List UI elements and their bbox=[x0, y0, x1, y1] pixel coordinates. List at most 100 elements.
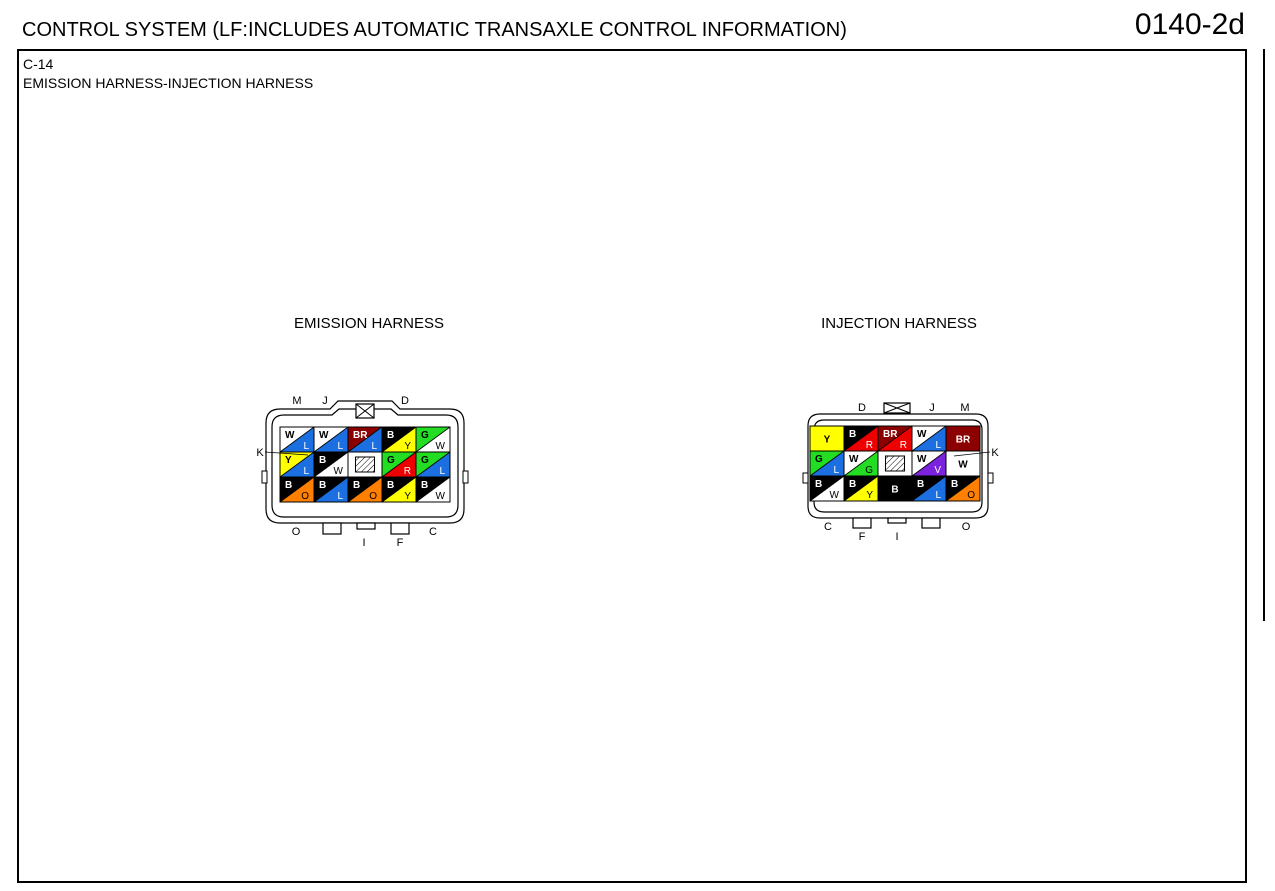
injection-wire-color-stripe: O bbox=[967, 490, 975, 501]
injection-blank-terminal bbox=[884, 455, 906, 472]
connector-name: EMISSION HARNESS-INJECTION HARNESS bbox=[23, 75, 314, 91]
emission-wire-color-primary: G bbox=[421, 455, 429, 466]
emission-wire-color-stripe: L bbox=[439, 466, 445, 477]
emission-wire-color-stripe: W bbox=[334, 466, 344, 477]
emission-wire-color-primary: B bbox=[353, 480, 360, 491]
injection-wire-color-primary: B bbox=[951, 479, 958, 490]
emission-letter-I: I bbox=[362, 537, 365, 549]
emission-wire-color-primary: B bbox=[285, 480, 292, 491]
injection-wire-color-stripe: R bbox=[866, 440, 873, 451]
emission-wire-color-primary: B bbox=[319, 455, 326, 466]
emission-key-2 bbox=[356, 522, 376, 530]
emission-letter-J: J bbox=[322, 395, 328, 407]
injection-letter-I: I bbox=[895, 531, 898, 543]
injection-wire-color-stripe: L bbox=[935, 490, 941, 501]
emission-letter-M: M bbox=[292, 395, 301, 407]
diagram-frame: C-14 EMISSION HARNESS-INJECTION HARNESS bbox=[17, 49, 1247, 883]
injection-wire-color-primary: BR bbox=[956, 435, 971, 446]
injection-letter-D: D bbox=[858, 402, 866, 414]
injection-harness-title: INJECTION HARNESS bbox=[821, 315, 977, 332]
emission-terminal-cell: BW bbox=[415, 476, 451, 503]
injection-wire-color-stripe: W bbox=[830, 490, 840, 501]
emission-wire-color-primary: W bbox=[319, 430, 329, 441]
injection-wire-color-primary: W bbox=[849, 454, 859, 465]
emission-terminal-cell: BW bbox=[313, 451, 349, 478]
injection-terminal-cell: B bbox=[877, 475, 913, 502]
page-title: CONTROL SYSTEM (LF:INCLUDES AUTOMATIC TR… bbox=[22, 19, 847, 41]
injection-wire-color-primary: B bbox=[891, 485, 898, 496]
emission-wire-color-primary: BR bbox=[353, 430, 368, 441]
emission-wire-color-stripe: Y bbox=[404, 491, 411, 502]
emission-wire-color-stripe: O bbox=[369, 491, 377, 502]
injection-terminal-cell: Y bbox=[809, 425, 845, 452]
injection-wire-color-stripe: Y bbox=[866, 490, 873, 501]
injection-key-1 bbox=[852, 517, 872, 529]
injection-terminal-cell bbox=[877, 450, 913, 477]
emission-terminal-cell: BY bbox=[381, 476, 417, 503]
injection-letter-M: M bbox=[960, 402, 969, 414]
injection-wire-color-primary: B bbox=[849, 429, 856, 440]
emission-wire-color-stripe: W bbox=[436, 441, 446, 452]
emission-terminal-cell: WL bbox=[313, 426, 349, 453]
emission-wire-color-stripe: O bbox=[301, 491, 309, 502]
injection-wire-color-primary: W bbox=[958, 460, 968, 471]
emission-wire-color-stripe: L bbox=[371, 441, 377, 452]
injection-terminal-cell: BR bbox=[843, 425, 879, 452]
injection-terminal-cell: WV bbox=[911, 450, 947, 477]
emission-wire-color-primary: B bbox=[387, 480, 394, 491]
emission-blank-terminal bbox=[354, 456, 376, 473]
emission-wire-color-stripe: W bbox=[436, 491, 446, 502]
injection-terminal-cell: WG bbox=[843, 450, 879, 477]
emission-key-3 bbox=[390, 522, 410, 535]
emission-harness-title: EMISSION HARNESS bbox=[293, 315, 445, 332]
injection-wire-color-primary: BR bbox=[883, 429, 898, 440]
emission-wire-color-primary: B bbox=[421, 480, 428, 491]
injection-wire-color-stripe: G bbox=[865, 465, 873, 476]
emission-wire-color-primary: Y bbox=[285, 455, 292, 466]
emission-wire-color-stripe: L bbox=[303, 441, 309, 452]
emission-terminal-cell: BRL bbox=[347, 426, 383, 453]
injection-wire-color-primary: G bbox=[815, 454, 823, 465]
injection-terminal-cell: BO bbox=[945, 475, 981, 502]
emission-wire-color-stripe: L bbox=[337, 491, 343, 502]
emission-key-1 bbox=[322, 522, 342, 535]
emission-wire-color-stripe: L bbox=[303, 466, 309, 477]
emission-terminal-cell: GW bbox=[415, 426, 451, 453]
injection-terminal-cell: BL bbox=[911, 475, 947, 502]
injection-wire-color-primary: Y bbox=[824, 435, 831, 446]
emission-wire-color-primary: G bbox=[421, 430, 429, 441]
emission-terminal-cell: BL bbox=[313, 476, 349, 503]
injection-terminal-cell: WL bbox=[911, 425, 947, 452]
injection-wire-color-primary: B bbox=[917, 479, 924, 490]
injection-letter-F: F bbox=[859, 531, 866, 543]
emission-terminal-cell bbox=[347, 451, 383, 478]
emission-terminal-cell: WL bbox=[279, 426, 315, 453]
connector-code: C-14 bbox=[23, 56, 54, 72]
injection-wire-color-stripe: L bbox=[833, 465, 839, 476]
emission-wire-color-stripe: L bbox=[337, 441, 343, 452]
injection-wire-color-primary: B bbox=[849, 479, 856, 490]
emission-terminal-cell: BO bbox=[347, 476, 383, 503]
injection-wire-color-primary: B bbox=[815, 479, 822, 490]
injection-letter-O: O bbox=[962, 521, 971, 533]
emission-letter-K: K bbox=[256, 447, 264, 459]
emission-letter-C: C bbox=[429, 526, 437, 538]
emission-wire-color-primary: B bbox=[319, 480, 326, 491]
injection-terminal-cell: BW bbox=[809, 475, 845, 502]
injection-letter-K: K bbox=[991, 447, 999, 459]
emission-terminal-cell: BO bbox=[279, 476, 315, 503]
injection-letter-C: C bbox=[824, 521, 832, 533]
injection-wire-color-primary: W bbox=[917, 429, 927, 440]
emission-terminal-cell: BY bbox=[381, 426, 417, 453]
emission-terminal-cell: GL bbox=[415, 451, 451, 478]
emission-wire-color-primary: G bbox=[387, 455, 395, 466]
emission-terminal-cell: GR bbox=[381, 451, 417, 478]
injection-terminal-cell: BR bbox=[945, 425, 981, 452]
injection-terminal-cell: BY bbox=[843, 475, 879, 502]
emission-terminal-cell: YL bbox=[279, 451, 315, 478]
page-id: 0140-2d bbox=[1134, 8, 1245, 41]
